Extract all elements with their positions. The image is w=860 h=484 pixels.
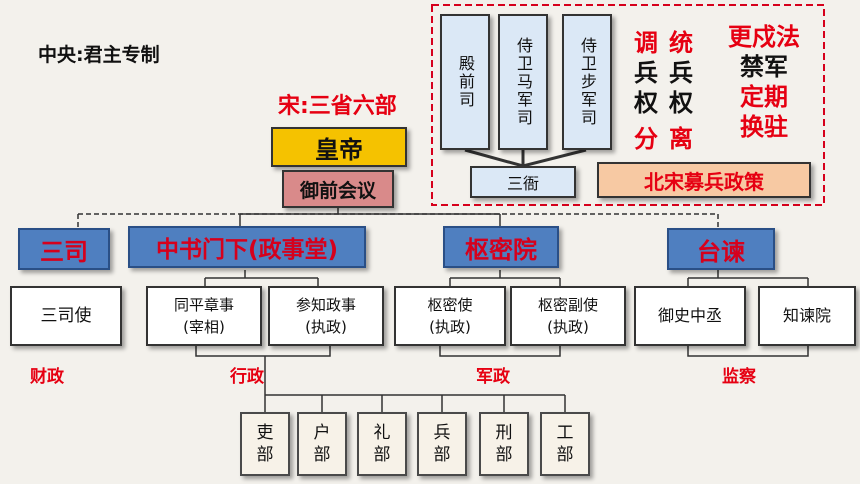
category-jiancha: 监察 (722, 367, 756, 387)
zhijian-box: 知谏院 (758, 286, 856, 346)
guard-bujun: 侍卫步军司 (562, 14, 612, 150)
taijian-box: 台谏 (667, 228, 775, 270)
tongping-line2: (宰相) (183, 318, 225, 336)
sansi-box: 三司 (18, 228, 110, 270)
guard-dianqian: 殿前司 (440, 14, 490, 150)
emperor-box: 皇帝 (271, 127, 407, 167)
dept-hu: 户部 (297, 412, 347, 476)
dept-li: 吏部 (240, 412, 290, 476)
council-box: 御前会议 (282, 170, 394, 208)
shumifu-box: 枢密副使 (执政) (510, 286, 626, 346)
dept-gong: 工部 (540, 412, 590, 476)
guard-majun: 侍卫马军司 (498, 14, 548, 150)
dept-bing: 兵部 (417, 412, 467, 476)
sansishi-box: 三司使 (10, 286, 122, 346)
policy-box: 北宋募兵政策 (597, 162, 811, 198)
section-subtitle: 宋:三省六部 (278, 94, 397, 119)
category-junzheng: 军政 (476, 367, 510, 387)
tongping-line1: 同平章事 (173, 296, 234, 314)
canzhi-line1: 参知政事 (295, 296, 356, 314)
category-xingzheng: 行政 (230, 367, 264, 387)
canzhi-box: 参知政事 (执政) (268, 286, 384, 346)
page-title: 中央:君主专制 (38, 44, 160, 66)
sanya-box: 三衙 (470, 166, 576, 198)
shumifu-line1: 枢密副使 (537, 296, 598, 314)
yushi-box: 御史中丞 (634, 286, 746, 346)
military-dashed-frame (431, 4, 825, 206)
category-caizheng: 财政 (30, 367, 64, 387)
shumi-box: 枢密院 (443, 226, 559, 268)
dept-li2: 礼部 (357, 412, 407, 476)
zhongshu-box: 中书门下(政事堂) (128, 226, 366, 268)
canzhi-line2: (执政) (305, 318, 347, 336)
military-col1: 调 兵 权 分 (634, 29, 658, 153)
tongping-box: 同平章事 (宰相) (146, 286, 262, 346)
sansishi-line1: 三司使 (40, 306, 92, 326)
zhijian-line1: 知谏院 (782, 306, 831, 325)
military-col3: 更戍法 禁军 定期 换驻 (728, 23, 800, 141)
dept-xing: 刑部 (479, 412, 529, 476)
shumifu-line2: (执政) (547, 318, 589, 336)
shumishi-box: 枢密使 (执政) (394, 286, 506, 346)
yushi-line1: 御史中丞 (657, 306, 722, 325)
shumishi-line1: 枢密使 (427, 296, 473, 314)
shumishi-line2: (执政) (429, 318, 471, 336)
military-col2: 统 兵 权 离 (669, 29, 693, 153)
